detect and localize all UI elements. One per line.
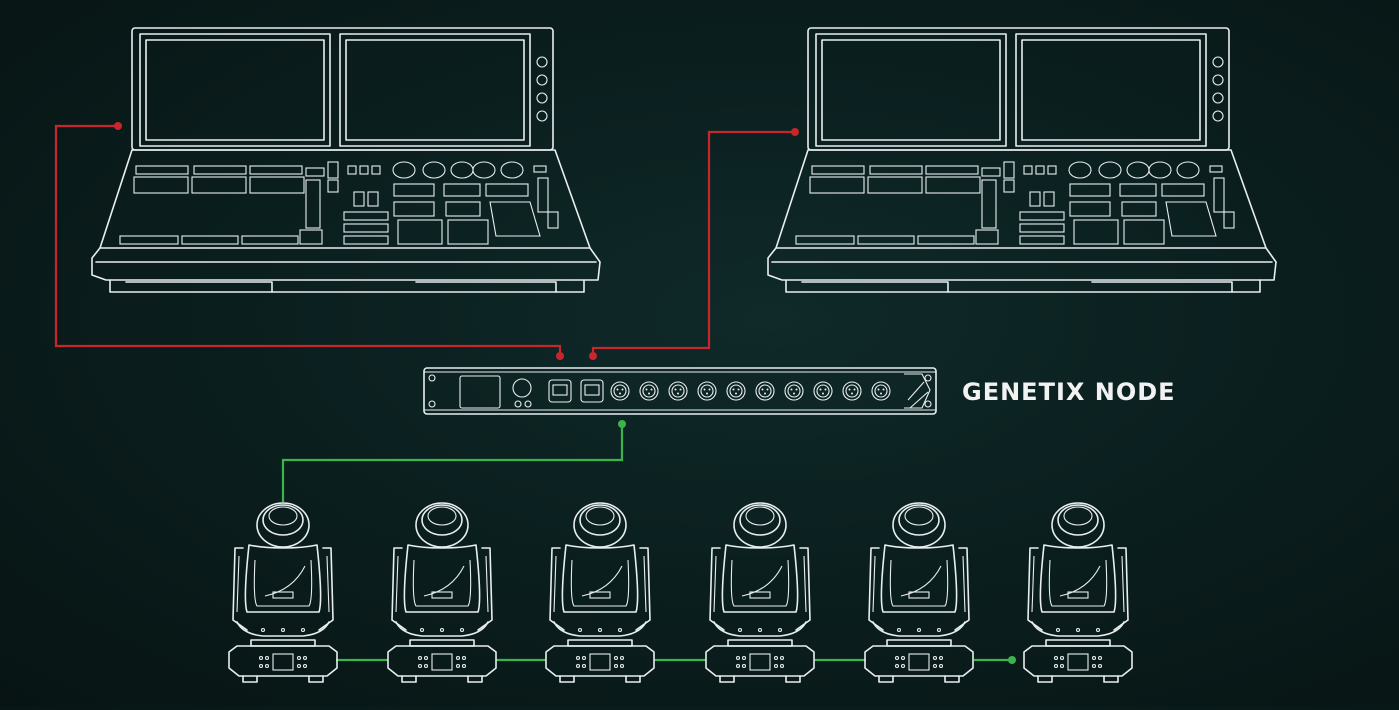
genetix-node-label: GENETIX NODE bbox=[962, 378, 1176, 406]
moving-head-fixture-6 bbox=[1023, 502, 1133, 683]
dmx-cables bbox=[281, 420, 1016, 664]
moving-head-fixture-1 bbox=[228, 502, 338, 683]
moving-head-fixture-5 bbox=[864, 502, 974, 683]
lighting-console-left bbox=[91, 27, 601, 293]
moving-head-fixture-3 bbox=[545, 502, 655, 683]
console-1-cable bbox=[54, 124, 562, 356]
moving-head-fixture-2 bbox=[387, 502, 497, 683]
genetix-node-device bbox=[423, 367, 937, 415]
console-cables bbox=[54, 122, 799, 360]
fixture-row bbox=[228, 502, 1133, 683]
lighting-console-right bbox=[767, 27, 1277, 293]
console-2-cable bbox=[591, 130, 795, 356]
node-to-fixture-cable bbox=[281, 424, 624, 502]
moving-head-fixture-4 bbox=[705, 502, 815, 683]
